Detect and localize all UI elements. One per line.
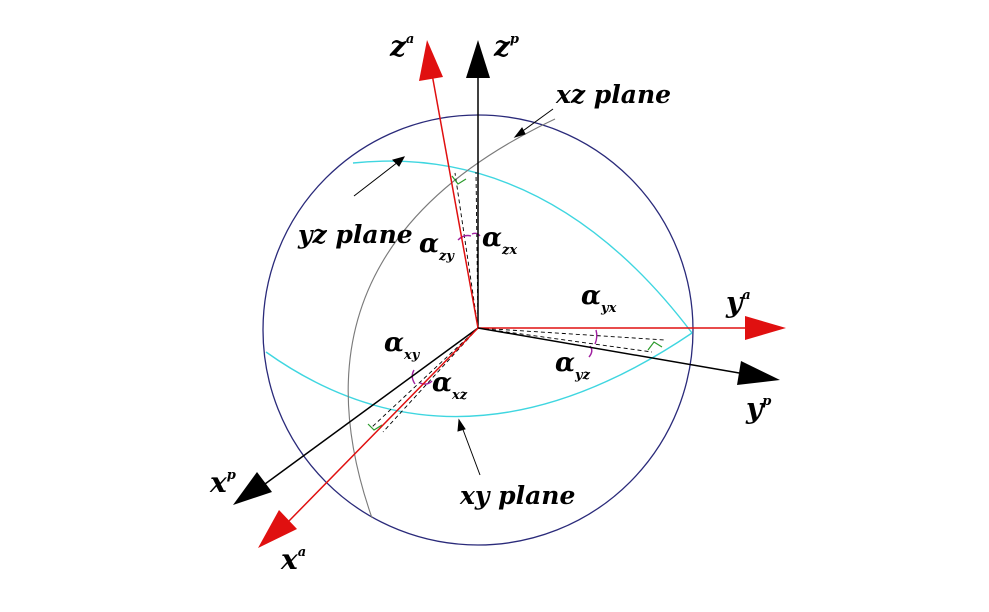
angle-mark-xz xyxy=(419,380,433,385)
angle-label-zx: αzx xyxy=(482,223,517,258)
angle-label-yx: αyx xyxy=(581,281,617,316)
yz-plane-pointer-head xyxy=(392,156,406,167)
angle-label-xz: αxz xyxy=(432,368,468,403)
projection-line-zx xyxy=(475,171,479,329)
angle-label-zy: αzy xyxy=(419,229,455,264)
right-angle-marks xyxy=(367,175,663,431)
projection-line-xz xyxy=(382,327,479,433)
axis-label-ya: ya xyxy=(725,286,751,319)
axis-yp xyxy=(477,327,780,385)
xz-plane-pointer xyxy=(519,108,554,134)
angle-mark-zx xyxy=(471,232,481,237)
axis-label-zp: zp xyxy=(493,30,519,63)
xy-plane-arc xyxy=(265,332,693,418)
label-pointers xyxy=(353,108,554,476)
axis-xp xyxy=(233,327,479,505)
angle-mark-zy xyxy=(457,234,472,241)
xy-plane-pointer-head xyxy=(457,418,466,432)
angle-mark-xy xyxy=(411,369,416,385)
axis-label-xa: xa xyxy=(280,543,306,576)
axis-zp xyxy=(466,40,490,328)
projection-line-yz xyxy=(477,327,666,341)
axis-label-xp: xp xyxy=(209,466,236,499)
plane-label-xz: xz plane xyxy=(555,80,671,109)
axis-xa-arrowhead xyxy=(258,510,297,548)
axis-label-yp: yp xyxy=(745,392,771,425)
angle-label-xy: αxy xyxy=(384,328,421,363)
xz-plane-arc xyxy=(347,118,556,519)
xz-plane-pointer-head xyxy=(513,127,526,138)
axis-xp-arrowhead xyxy=(233,472,272,505)
axis-za xyxy=(419,40,479,329)
axis-yp-arrowhead xyxy=(737,361,780,385)
yz-plane-arc xyxy=(352,160,693,334)
angle-label-yz: αyz xyxy=(555,348,591,383)
projection-lines xyxy=(371,171,666,433)
right-angle-mark-y xyxy=(647,341,663,351)
axis-label-za: za xyxy=(389,30,414,63)
plane-label-xy: xy plane xyxy=(459,481,575,510)
right-angle-mark-z xyxy=(451,175,467,185)
axis-xa xyxy=(258,327,479,548)
projection-line-yx xyxy=(477,327,653,353)
axis-ya xyxy=(478,316,786,340)
axis-za-arrowhead xyxy=(419,40,443,81)
axis-zp-arrowhead xyxy=(466,40,490,78)
projection-line-xy xyxy=(371,327,479,428)
projection-line-zy xyxy=(454,172,479,329)
right-angle-mark-x xyxy=(367,423,383,431)
axis-ya-arrowhead xyxy=(745,316,786,340)
yz-plane-pointer xyxy=(353,161,399,197)
angle-mark-yx xyxy=(594,329,598,345)
plane-label-yz: yz plane xyxy=(297,220,413,249)
xy-plane-pointer xyxy=(461,426,481,476)
